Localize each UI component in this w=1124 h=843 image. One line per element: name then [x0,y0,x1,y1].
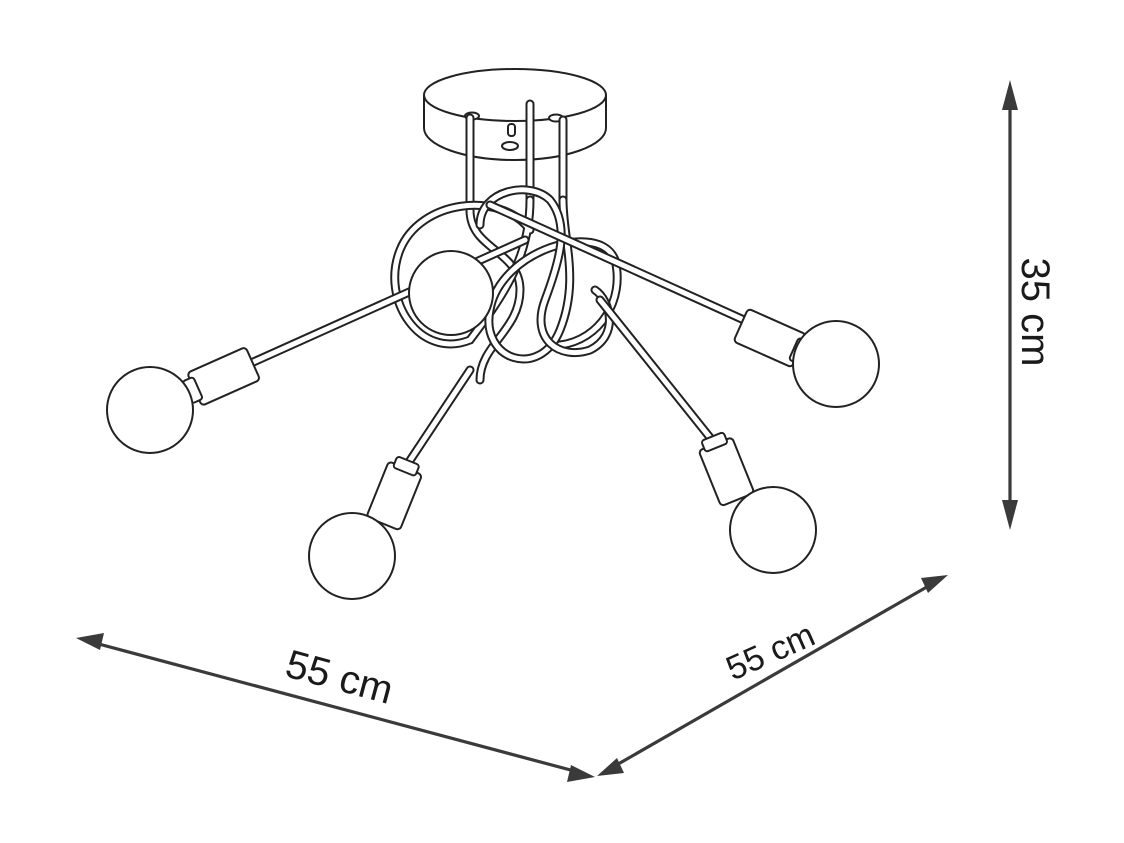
screw-front [501,141,519,151]
arrow-head-bottom [1002,500,1018,530]
arrow-head-right [567,765,595,782]
bulb-bottom-left [308,456,422,600]
bulb-bottom-right [698,431,817,574]
width-label: 55 cm [281,642,398,713]
ceiling-lamp-illustration [106,68,880,600]
bulb-left [106,347,260,454]
arrow-head-top [1002,80,1018,110]
canopy-rods [465,99,568,215]
center-stud [507,123,516,137]
width-dimension: 55 cm [76,633,595,782]
arrow-head-lower [597,758,624,776]
ceiling-canopy [423,68,607,161]
bulb-center [408,250,494,336]
depth-dimension: 55 cm [597,575,948,776]
arrow-head-upper [921,575,948,593]
height-label: 35 cm [1013,258,1057,367]
arrow-head-left [76,633,104,650]
height-dimension: 35 cm [1002,80,1057,530]
bulb-right [733,308,880,408]
